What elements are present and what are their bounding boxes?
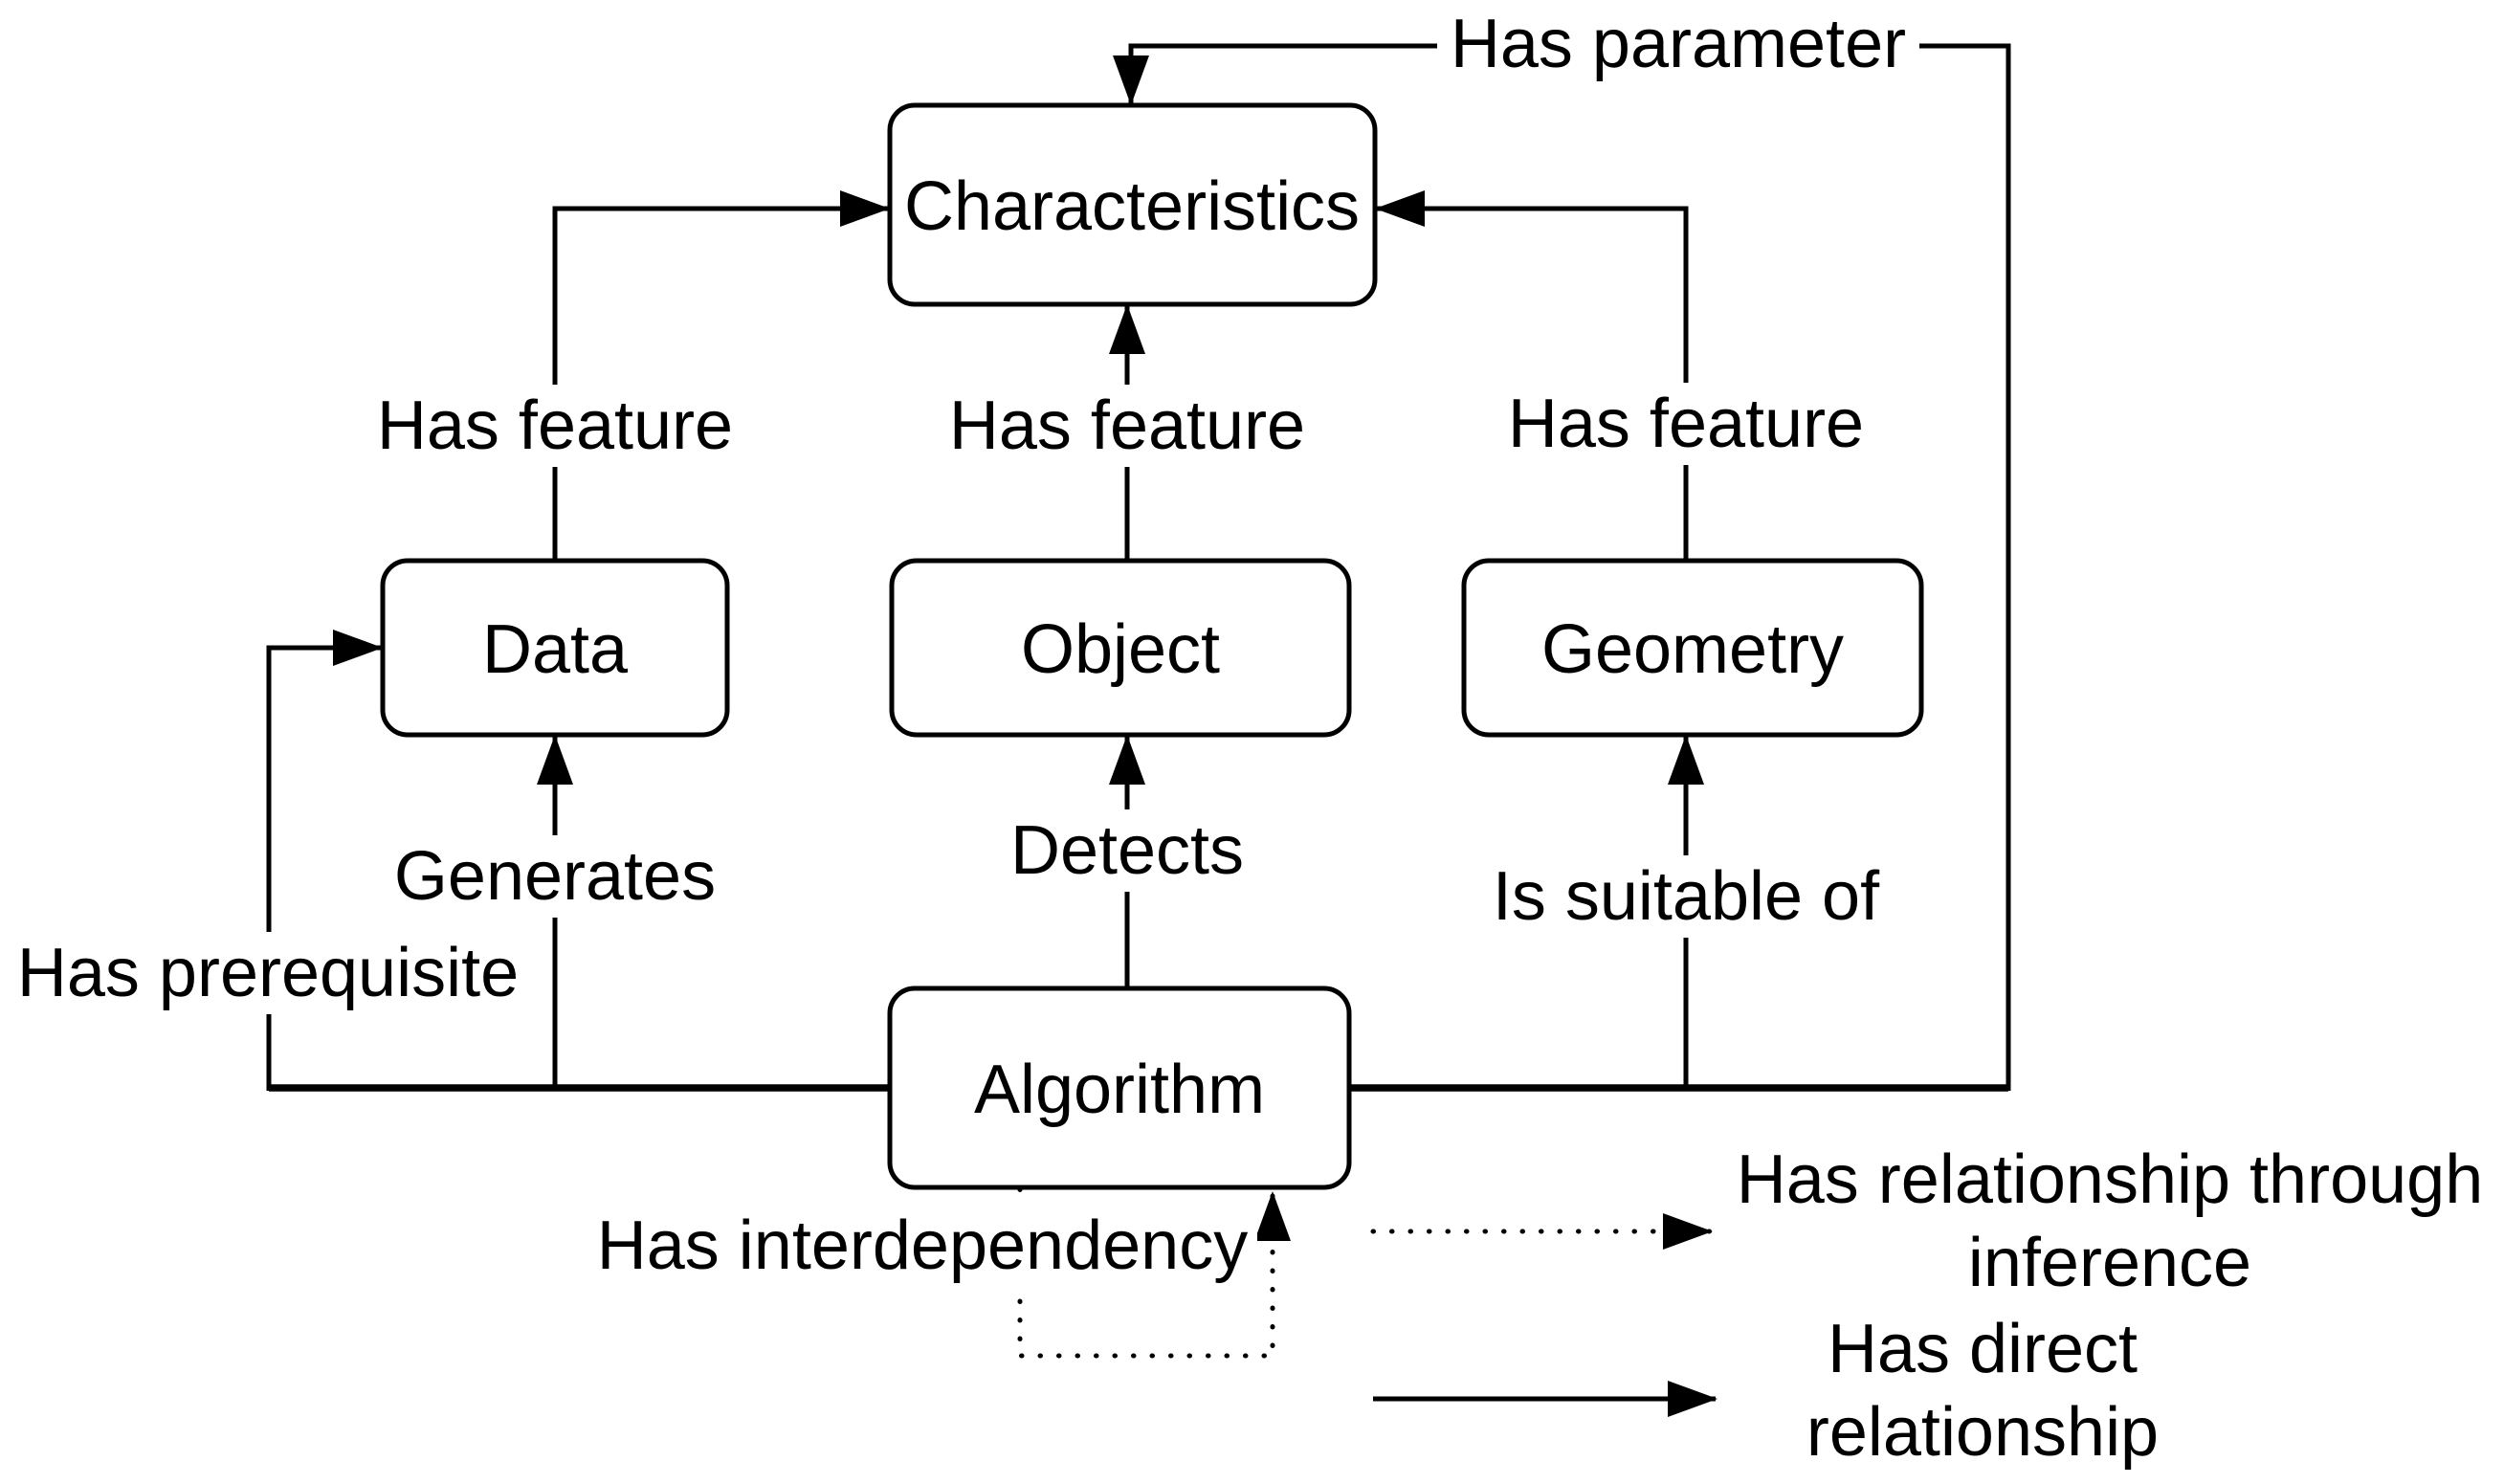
node-data-label: Data	[482, 611, 629, 688]
node-geometry: Geometry	[1461, 558, 1924, 738]
node-algorithm-label: Algorithm	[974, 1052, 1265, 1128]
edge-label-detects: Detects	[1010, 812, 1244, 889]
node-data-box	[380, 558, 730, 738]
legend: Has relationship through inference Has d…	[1370, 1141, 2483, 1471]
label-gap	[371, 385, 739, 467]
edge-label-has-interdependency: Has interdependency	[597, 1207, 1248, 1284]
node-algorithm: Algorithm	[887, 986, 1352, 1190]
node-characteristics-box	[887, 102, 1378, 307]
node-geometry-box	[1461, 558, 1924, 738]
edge-has-prerequisite	[266, 630, 383, 1091]
edge-label-has-prerequisite: Has prerequisite	[17, 935, 519, 1011]
label-gap	[1502, 383, 1870, 465]
edge-label-has-feature-left: Has feature	[377, 388, 733, 464]
node-algorithm-box	[887, 986, 1352, 1190]
edge-label-is-suitable-of: Is suitable of	[1493, 858, 1880, 935]
edge-label-generates: Generates	[394, 838, 716, 915]
node-geometry-label: Geometry	[1541, 611, 1844, 688]
label-gap	[943, 385, 1311, 467]
node-characteristics-label: Characteristics	[904, 168, 1360, 245]
label-gap	[587, 1205, 1257, 1289]
node-characteristics: Characteristics	[887, 102, 1378, 307]
label-gap	[1437, 6, 1919, 82]
node-data: Data	[380, 558, 730, 738]
node-object-label: Object	[1021, 611, 1220, 688]
legend-direct-label-line2: relationship	[1806, 1394, 2159, 1471]
edge-label-has-feature-right: Has feature	[1508, 386, 1864, 462]
label-gap	[1485, 855, 1887, 938]
edge-label-has-feature-middle: Has feature	[949, 388, 1305, 464]
legend-direct-label-line1: Has direct	[1828, 1311, 2138, 1387]
label-gap	[385, 835, 725, 918]
node-object-box	[889, 558, 1352, 738]
legend-inferred-label-line2: inference	[1968, 1225, 2251, 1301]
label-gap	[1005, 809, 1250, 892]
label-gap	[14, 932, 521, 1014]
edge-label-has-parameter: Has parameter	[1451, 6, 1906, 82]
node-object: Object	[889, 558, 1352, 738]
legend-inferred-label-line1: Has relationship through	[1737, 1141, 2483, 1218]
